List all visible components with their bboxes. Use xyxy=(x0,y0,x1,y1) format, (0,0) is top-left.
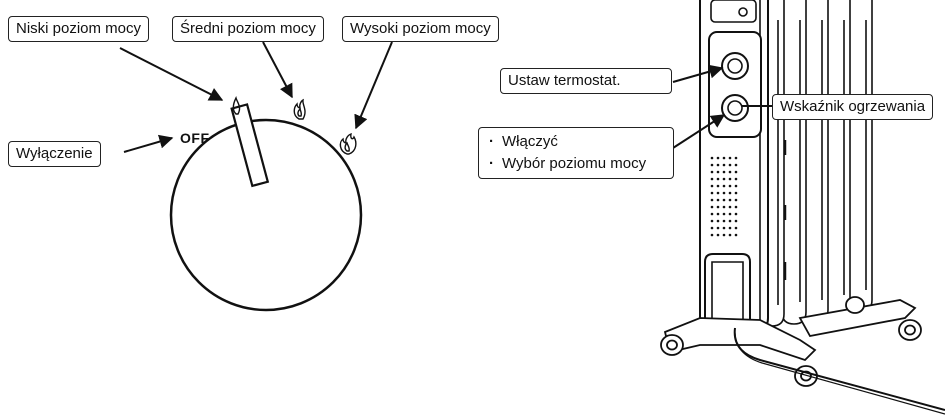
thermostat-label: Ustaw termostat. xyxy=(500,68,672,94)
flame-large-icon xyxy=(339,132,357,155)
flame-small-icon xyxy=(232,95,241,115)
flame-medium-icon xyxy=(293,98,306,120)
medium-callout-arrow xyxy=(262,41,293,99)
oil-heater-illustration xyxy=(660,0,945,415)
off-callout-arrow xyxy=(123,134,174,153)
low-callout-arrow xyxy=(119,47,224,101)
heating-indicator-label: Wskaźnik ogrzewania xyxy=(772,94,934,120)
power-knob-label: Włączyć Wybór poziomu mocy xyxy=(478,127,674,179)
off-callout-label: Wyłączenie xyxy=(8,141,101,167)
power-dial xyxy=(169,118,363,312)
vent-grille xyxy=(710,156,738,237)
wheel xyxy=(660,296,922,387)
medium-power-label: Średni poziom mocy xyxy=(172,16,324,42)
thermostat-callout-arrow xyxy=(672,64,724,83)
off-marker: OFF xyxy=(180,130,210,146)
power-knob-callout-arrow xyxy=(672,114,726,149)
high-power-label: Wysoki poziom mocy xyxy=(342,16,499,42)
high-callout-arrow xyxy=(354,41,393,130)
low-power-label: Niski poziom mocy xyxy=(8,16,150,42)
power-on-item: Włączyć xyxy=(489,131,665,153)
power-level-item: Wybór poziomu mocy xyxy=(489,153,665,175)
